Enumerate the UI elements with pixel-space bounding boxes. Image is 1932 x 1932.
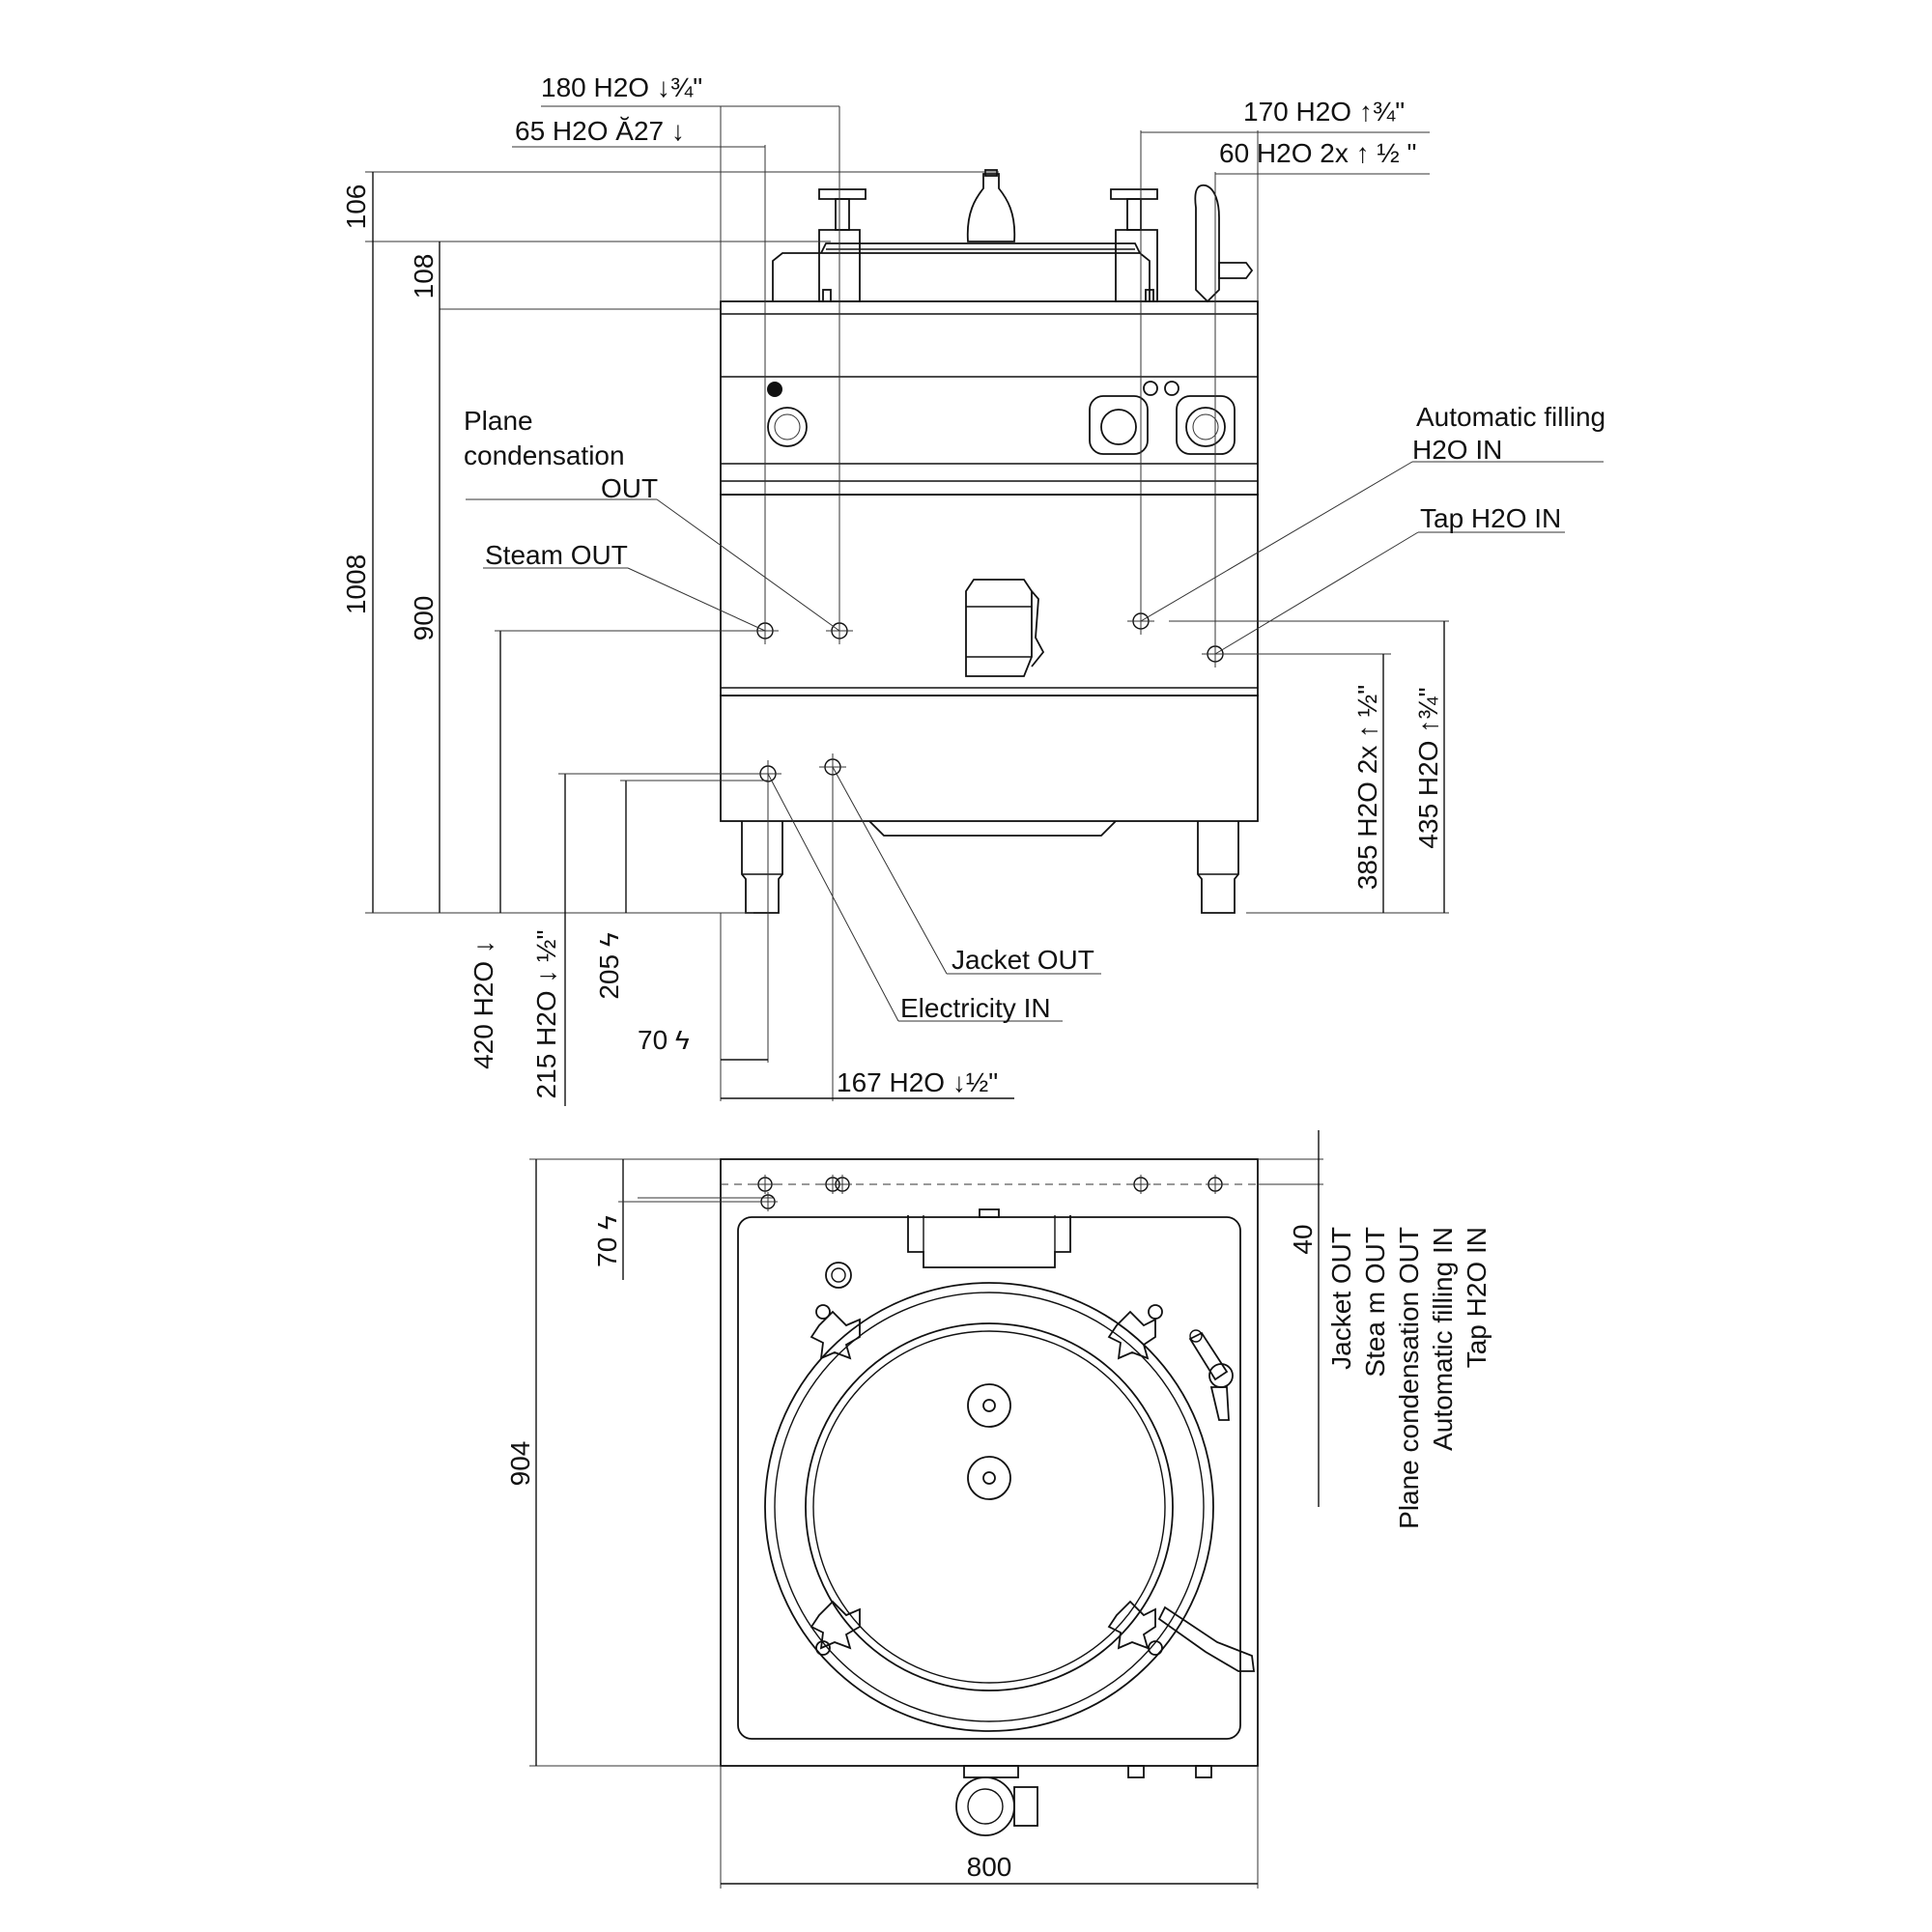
- kettle-legs: [741, 821, 1239, 914]
- top-view-outline: [720, 1158, 1259, 1767]
- callout-jacket-out: Jacket OUT: [952, 945, 1094, 975]
- front-view: 180 H2O ↓¾" 65 H2O Ă27 ↓ 170 H2O ↑¾" 60 …: [341, 72, 1605, 1106]
- label-steam-65: 65 H2O Ă27 ↓: [515, 116, 685, 146]
- connection-list-tap-h2o-in: Tap H2O IN: [1462, 1227, 1492, 1368]
- tap-top-view: [1188, 1329, 1234, 1421]
- dim-40: 40: [1288, 1224, 1318, 1254]
- dim-108: 108: [409, 254, 439, 299]
- dim-106: 106: [341, 185, 371, 230]
- top-view: 904 800 70 ϟ 40 Jacket OUT Stea m OUT Pl…: [505, 1130, 1492, 1889]
- kettle-body-lower: [720, 695, 1259, 837]
- dim-205: 205 ϟ: [594, 932, 624, 999]
- dim-215: 215 H2O ↓ ½": [531, 930, 561, 1099]
- label-tap-60: 60 H2O 2x ↑ ½ ": [1219, 138, 1416, 168]
- dim-70-front: 70 ϟ: [638, 1025, 690, 1055]
- clamp-knob-bottom-left: [810, 1600, 861, 1656]
- lid-hinge: [907, 1208, 1071, 1268]
- drain-valve-top-view: [955, 1765, 1212, 1836]
- callout-plane-condensation-1: Plane: [464, 406, 533, 436]
- tilt-lever: [1157, 1605, 1256, 1672]
- dim-800: 800: [967, 1852, 1012, 1882]
- lid-knob-2: [967, 1456, 1011, 1500]
- kettle-body-upper: [720, 300, 1259, 496]
- callout-automatic-filling-2: H2O IN: [1412, 435, 1502, 465]
- top-view-inner-plate: [737, 1216, 1241, 1740]
- dim-385: 385 H2O 2x ↑ ½": [1352, 685, 1382, 890]
- vessel-outer-rim: [764, 1282, 1214, 1732]
- kettle-lid: [772, 169, 1151, 301]
- clamp-knob-bottom-right: [1107, 1600, 1163, 1656]
- safety-valve: [825, 1262, 852, 1289]
- clamp-knob-top-left: [810, 1304, 861, 1360]
- connection-list-plane-condensation: Plane condensation OUT: [1394, 1227, 1424, 1529]
- clamp-knob-top-right: [1107, 1304, 1163, 1360]
- control-panel: [767, 381, 1236, 455]
- connection-list-automatic-filling: Automatic filling IN: [1428, 1227, 1458, 1451]
- lid-knob-1: [967, 1383, 1011, 1428]
- label-fill-170: 170 H2O ↑¾": [1243, 97, 1405, 127]
- lid-clamp-left: [818, 188, 867, 302]
- dim-70-top: 70 ϟ: [592, 1215, 622, 1267]
- callout-plane-condensation-2: condensation: [464, 440, 625, 470]
- callout-automatic-filling-1: Automatic filling: [1416, 402, 1605, 432]
- dimension-lines-top: [529, 1130, 1323, 1889]
- callout-plane-condensation-3: OUT: [601, 473, 658, 503]
- dim-904: 904: [505, 1441, 535, 1487]
- callout-electricity-in: Electricity IN: [900, 993, 1051, 1023]
- connection-markers-top: [638, 1175, 1258, 1211]
- dim-167: 167 H2O ↓½": [837, 1067, 998, 1097]
- connection-list-steam-out: Stea m OUT: [1360, 1227, 1390, 1378]
- vessel-lid: [805, 1322, 1174, 1691]
- dimension-lines-front: [365, 105, 1604, 1106]
- dim-1008: 1008: [341, 554, 371, 614]
- callout-tap-h2o-in: Tap H2O IN: [1420, 503, 1561, 533]
- connection-list-jacket-out: Jacket OUT: [1326, 1227, 1356, 1370]
- dim-435: 435 H2O ↑¾": [1413, 687, 1443, 848]
- water-tap: [1194, 184, 1254, 303]
- kettle-body-middle: [720, 494, 1259, 696]
- dim-900: 900: [409, 596, 439, 641]
- callout-steam-out: Steam OUT: [485, 540, 628, 570]
- drain-valve-handle: [965, 579, 1045, 677]
- dim-420: 420 H2O ↓: [469, 940, 498, 1069]
- label-steam-180: 180 H2O ↓¾": [541, 72, 702, 102]
